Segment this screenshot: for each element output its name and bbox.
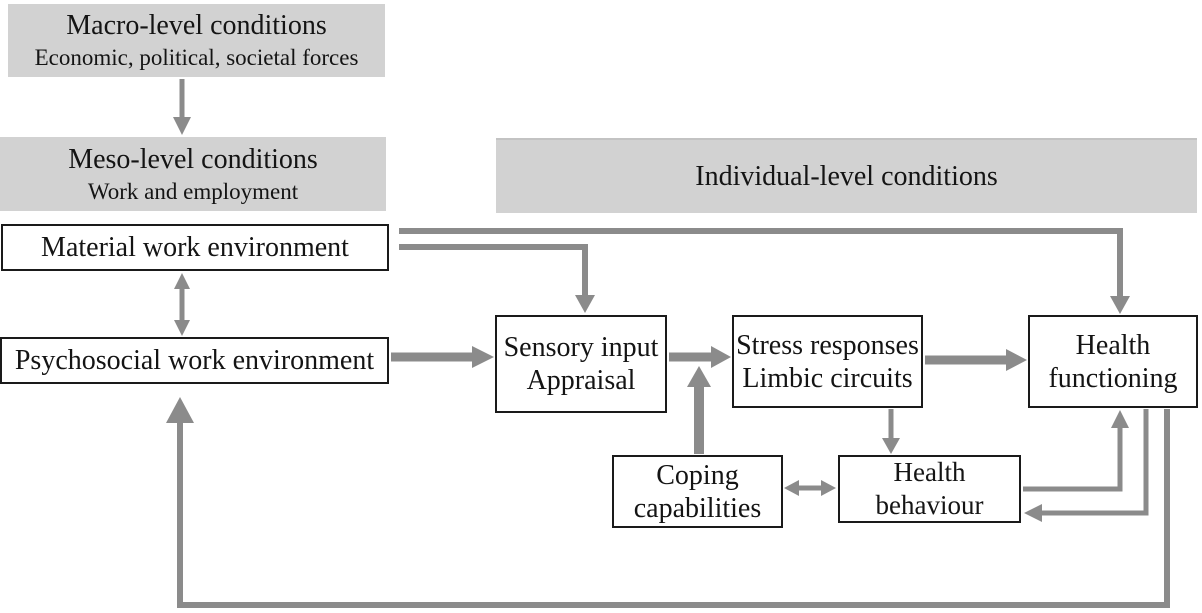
arrow-material-psychosocial-double <box>174 273 190 336</box>
node-material-work-environment: Material work environment <box>1 224 389 271</box>
band-meso-level: Meso-level conditions Work and employmen… <box>0 137 386 211</box>
arrow-health-functioning-to-health-behaviour <box>1024 409 1149 522</box>
arrow-macro-to-meso <box>173 79 191 135</box>
band-meso-subtitle: Work and employment <box>87 178 299 204</box>
node-coping-capabilities: Coping capabilities <box>612 455 783 528</box>
arrow-coping-to-appraisal-pathway <box>687 366 711 454</box>
node-stress-label: Stress responses Limbic circuits <box>736 329 919 394</box>
band-individual-title: Individual-level conditions <box>695 160 998 192</box>
node-psychosocial-work-environment: Psychosocial work environment <box>0 337 389 384</box>
band-macro-subtitle: Economic, political, societal forces <box>34 45 359 70</box>
arrow-material-to-health-functioning <box>399 228 1130 314</box>
node-sensory-label: Sensory input Appraisal <box>503 332 659 396</box>
node-health-functioning: Health functioning <box>1028 315 1198 408</box>
band-macro-level: Macro-level conditions Economic, politic… <box>8 4 385 77</box>
arrow-coping-health-behaviour-double <box>784 480 836 496</box>
arrow-psychosocial-to-sensory <box>391 346 494 368</box>
band-macro-title: Macro-level conditions <box>66 10 327 41</box>
band-meso-title: Meso-level conditions <box>68 143 318 175</box>
node-material-label: Material work environment <box>41 232 349 263</box>
node-health-functioning-label: Health functioning <box>1048 329 1178 394</box>
arrow-sensory-to-stress <box>669 346 731 368</box>
node-health-behaviour-label: Health behaviour <box>875 457 984 520</box>
band-individual-level: Individual-level conditions <box>496 138 1197 213</box>
node-stress-responses-limbic-circuits: Stress responses Limbic circuits <box>732 315 923 408</box>
node-sensory-input-appraisal: Sensory input Appraisal <box>495 315 667 413</box>
arrow-stress-to-health-behaviour <box>882 409 900 454</box>
arrow-material-to-sensory <box>399 244 595 313</box>
arrow-health-behaviour-to-health-functioning <box>1023 410 1129 492</box>
node-health-behaviour: Health behaviour <box>838 455 1021 523</box>
node-coping-label: Coping capabilities <box>633 459 762 524</box>
arrow-stress-to-health-functioning <box>925 349 1027 371</box>
node-psychosocial-label: Psychosocial work environment <box>14 345 375 376</box>
